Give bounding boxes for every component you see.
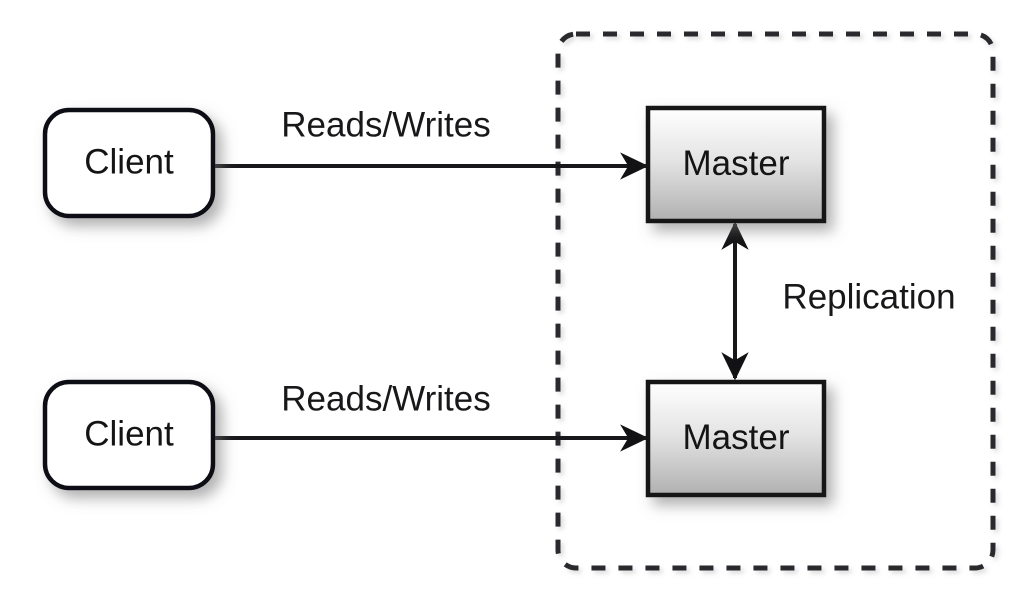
node-master-top[interactable]: Master (645, 105, 827, 224)
client-bottom-box[interactable] (42, 379, 216, 491)
master-bottom-box[interactable] (645, 379, 827, 498)
master-top-label: Master (683, 144, 790, 183)
client-bottom-label: Client (84, 414, 174, 453)
replication-cluster-boundary (555, 31, 996, 571)
cluster-dashed-border (555, 31, 996, 571)
master-top-box[interactable] (645, 105, 827, 224)
client-top-box[interactable] (42, 107, 216, 219)
edge-label-reads-writes-bottom: Reads/Writes (281, 379, 490, 418)
edge-label-layer: Reads/Writes Reads/Writes Replication (281, 105, 955, 418)
node-client-bottom[interactable]: Client (42, 379, 216, 491)
node-master-bottom[interactable]: Master (645, 379, 827, 498)
master-bottom-label: Master (683, 418, 790, 457)
edge-layer (213, 152, 749, 452)
edge-label-replication: Replication (782, 277, 955, 316)
client-top-label: Client (84, 142, 174, 181)
edge-label-reads-writes-top: Reads/Writes (281, 105, 490, 144)
node-client-top[interactable]: Client (42, 107, 216, 219)
